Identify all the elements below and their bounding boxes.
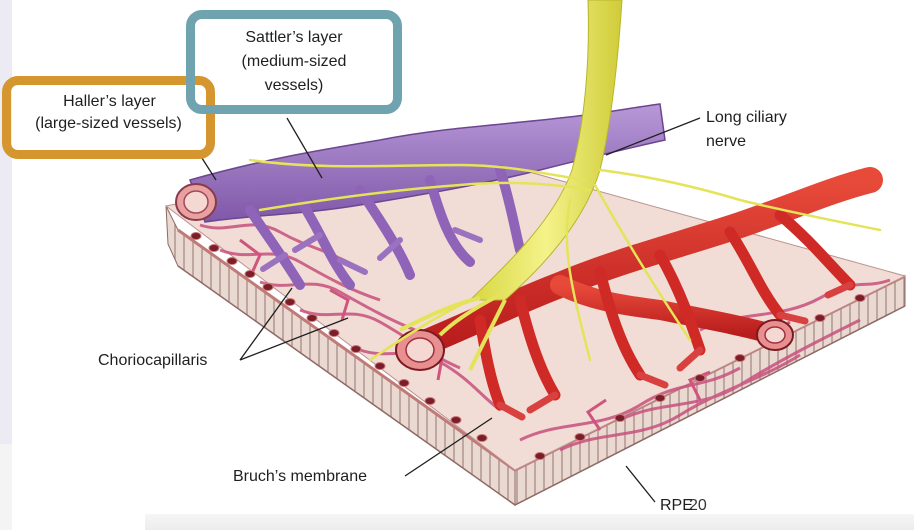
- sattler-label-sub2: vessels): [264, 77, 324, 94]
- page-number: 20: [689, 497, 707, 514]
- leader-lines: [199, 117, 701, 503]
- bottom-strip: [145, 514, 914, 530]
- long-ciliary-nerve: [248, 0, 882, 371]
- bruchs-membrane-label: Bruch’s membrane: [233, 468, 367, 485]
- sattler-label-sub1: (medium-sized: [241, 53, 347, 70]
- long-ciliary-nerve-label-line2: nerve: [706, 133, 747, 150]
- rpe-label: RPE: [660, 497, 693, 514]
- haller-label-title: Haller’s layer: [63, 93, 156, 110]
- haller-callout-box: [2, 76, 215, 159]
- haller-vein-layer: [175, 103, 666, 290]
- haller-label-subtitle: (large-sized vessels): [35, 115, 182, 132]
- long-ciliary-nerve-label: Long ciliary: [706, 109, 787, 126]
- left-panel-lower: [0, 444, 12, 530]
- sattler-callout-box: [186, 10, 402, 114]
- choriocapillaris-label: Choriocapillaris: [98, 352, 208, 369]
- sattler-label-title: Sattler’s layer: [245, 29, 343, 46]
